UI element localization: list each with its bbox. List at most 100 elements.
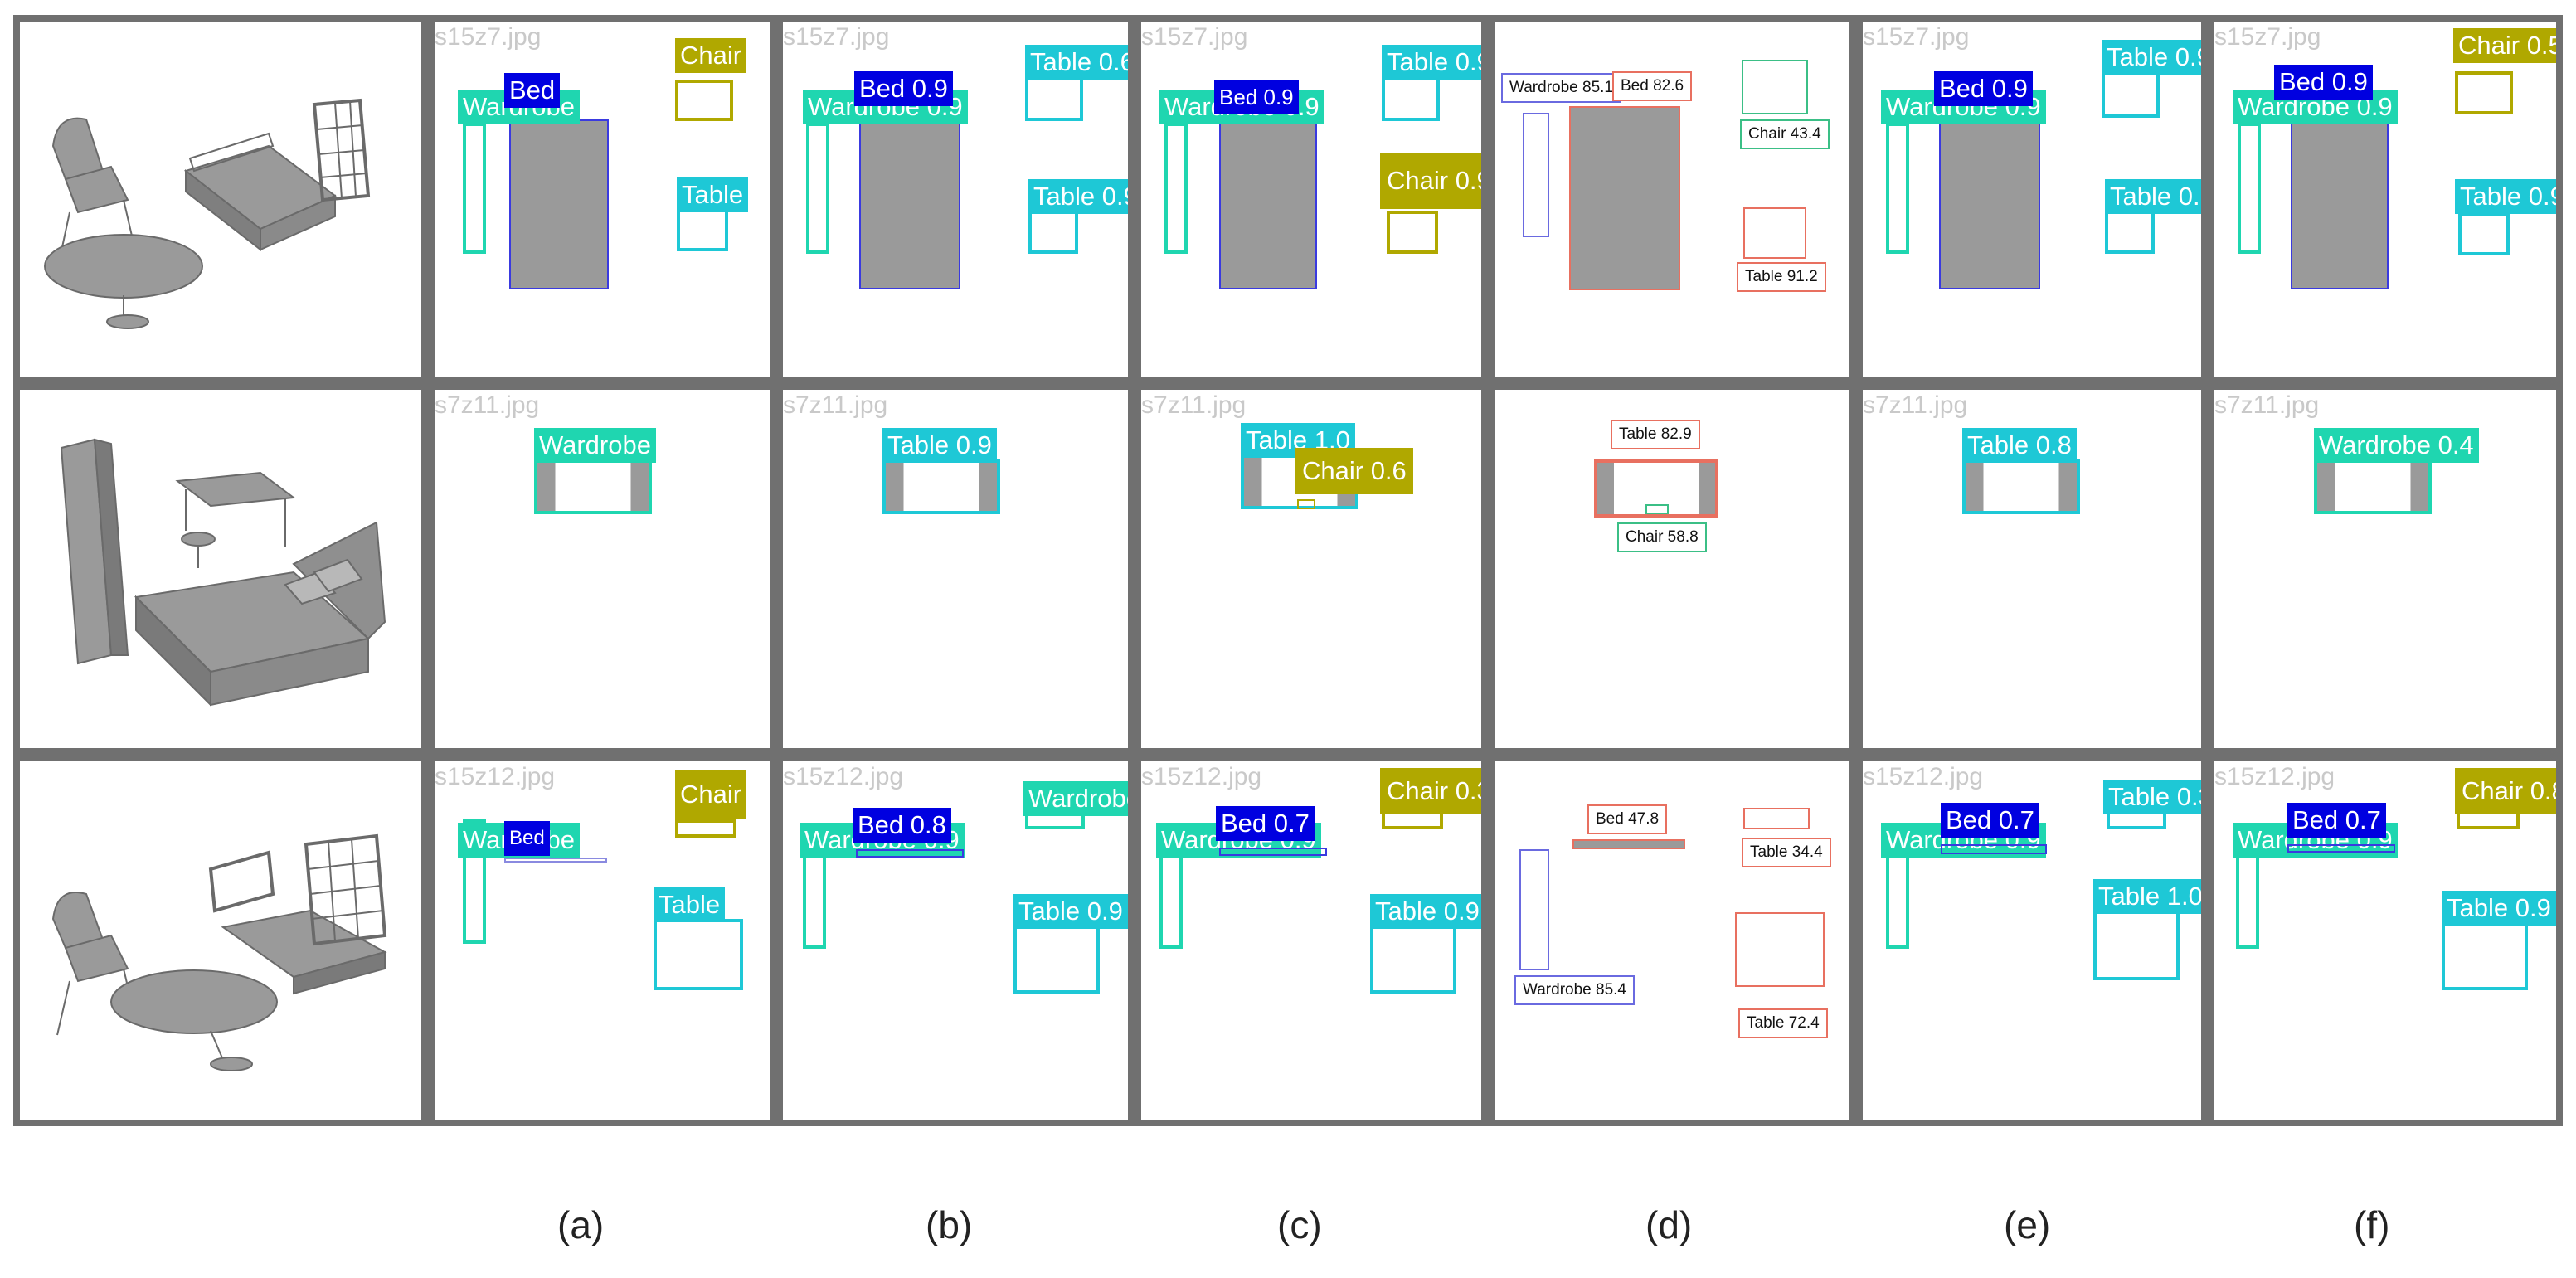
detection-cell-row3-b: s15z12.jpg Wardrobe 0.9 Bed 0.8 Wardrobe… xyxy=(776,755,1135,1126)
bed-label: Bed xyxy=(504,821,550,856)
chair-box xyxy=(1645,504,1669,514)
bed-box xyxy=(504,858,607,863)
bed-label: Bed 0.9 xyxy=(1934,71,2033,106)
table-box xyxy=(2093,911,2180,980)
filename-watermark: s15z7.jpg xyxy=(1141,23,1248,51)
render-bedroom-set-3 xyxy=(51,833,387,1071)
table-box xyxy=(2105,211,2155,254)
table-box xyxy=(677,208,728,251)
bed-label: Bed 0.9 xyxy=(2274,65,2373,100)
bed-label: Bed xyxy=(504,73,561,108)
bed-box xyxy=(1941,844,2047,854)
bed-label: Bed 0.8 xyxy=(853,808,951,843)
wardrobe-label: Wardrobe 85.4 xyxy=(1514,975,1635,1005)
chair-box xyxy=(1742,60,1808,114)
bed-label: Bed 0.7 xyxy=(2287,803,2386,838)
wardrobe-label: Wardrobe 0.4 xyxy=(2314,428,2479,463)
table-box xyxy=(1028,211,1078,254)
caption-a: (a) xyxy=(557,1203,605,1246)
chair-label: Chair 0.5 xyxy=(2453,28,2556,63)
bed-box xyxy=(2291,119,2389,289)
wardrobe-box xyxy=(1523,113,1549,237)
caption-f: (f) xyxy=(2354,1203,2390,1246)
chair-label: Chair 0.9 xyxy=(1380,153,1481,209)
detection-cell-row2-b: s7z11.jpg Table 0.9 xyxy=(776,383,1135,755)
filename-watermark: s15z12.jpg xyxy=(783,763,904,790)
table-box xyxy=(1735,912,1825,987)
table-label: Table 0.9 xyxy=(1013,894,1128,929)
filename-watermark: s7z11.jpg xyxy=(435,391,540,419)
chair-label: Chair 0.8 xyxy=(2455,768,2556,814)
detection-cell-row1-b: s15z7.jpg Wardrobe 0.9 Bed 0.9 Table 0.6… xyxy=(776,15,1135,383)
bed-label: Bed 0.9 xyxy=(1214,80,1299,114)
chair-label: Chair 43.4 xyxy=(1740,119,1830,149)
caption-e: (e) xyxy=(2004,1203,2051,1246)
table-label: Table 72.4 xyxy=(1738,1008,1828,1038)
table-label: Table xyxy=(654,887,726,922)
table-label: Table 82.9 xyxy=(1611,420,1700,449)
wardrobe-top-label: Wardrobe xyxy=(1023,781,1128,816)
table-label: Table 91.2 xyxy=(1737,262,1826,292)
filename-watermark: s15z12.jpg xyxy=(435,763,556,790)
table-box xyxy=(882,459,1000,514)
bed-box xyxy=(2287,844,2395,853)
chair-label: Chair 0.3 xyxy=(1380,768,1481,814)
filename-watermark: s15z7.jpg xyxy=(783,23,890,51)
table-label: Table 0.8 xyxy=(1962,428,2077,463)
table-top-label: Table 34.4 xyxy=(1742,838,1831,867)
wardrobe-box xyxy=(2238,123,2261,254)
render-cell-row1 xyxy=(13,15,428,383)
wardrobe-box xyxy=(806,123,829,254)
table-top-box xyxy=(1382,73,1440,121)
bed-box xyxy=(1219,848,1327,856)
filename-watermark: s7z11.jpg xyxy=(1141,391,1247,419)
chair-box xyxy=(1297,499,1315,509)
table-label: Table 0.9 xyxy=(2105,179,2201,214)
wardrobe-box xyxy=(463,123,486,254)
filename-watermark: s15z7.jpg xyxy=(2214,23,2321,51)
wardrobe-label: Wardrobe xyxy=(534,428,656,463)
detection-cell-row2-e: s7z11.jpg Table 0.8 xyxy=(1856,383,2208,755)
bed-box xyxy=(1572,839,1685,849)
table-box xyxy=(1013,926,1100,994)
detection-cell-row3-c: s15z12.jpg Wardrobe 0.9 Bed 0.7 Chair 0.… xyxy=(1135,755,1488,1126)
bed-label: Bed 82.6 xyxy=(1612,71,1693,101)
table-box xyxy=(654,919,743,990)
bed-box xyxy=(509,119,609,289)
filename-watermark: s15z12.jpg xyxy=(1141,763,1262,790)
detection-cell-row3-a: s15z12.jpg Wardrobe Bed Chair Table xyxy=(428,755,776,1126)
wardrobe-box xyxy=(2314,459,2432,514)
wardrobe-box xyxy=(803,853,826,949)
wardrobe-box xyxy=(463,819,486,944)
wardrobe-box xyxy=(1164,123,1188,254)
wardrobe-box xyxy=(534,459,652,514)
table-label: Table 0.9 xyxy=(1028,179,1128,214)
filename-watermark: s15z7.jpg xyxy=(1863,23,1970,51)
chair-label: Chair 0.6 xyxy=(1295,448,1413,494)
chair-label: Chair xyxy=(675,770,747,819)
detection-cell-row1-f: s15z7.jpg Wardrobe 0.9 Bed 0.9 Chair 0.5… xyxy=(2208,15,2563,383)
table-label: Table 0.9 xyxy=(2455,179,2556,214)
table-top-box xyxy=(1743,808,1810,829)
filename-watermark: s15z12.jpg xyxy=(2214,763,2335,790)
bed-box xyxy=(1219,119,1317,289)
bed-label: Bed 47.8 xyxy=(1587,804,1668,834)
table-top-label: Table 0.9 xyxy=(1382,45,1481,80)
bed-box xyxy=(859,119,960,289)
caption-d: (d) xyxy=(1645,1203,1693,1246)
table-label: Table 1.0 xyxy=(2093,879,2201,914)
bed-label: Bed 0.7 xyxy=(1941,803,2039,838)
table-label: Table 0.9 xyxy=(1370,894,1481,929)
table-top-label: Table 0.3 xyxy=(2103,780,2201,814)
table-box xyxy=(1370,926,1456,994)
chair-label: Chair 58.8 xyxy=(1617,522,1707,552)
filename-watermark: s7z11.jpg xyxy=(2214,391,2320,419)
table-box xyxy=(1743,207,1806,259)
detection-cell-row1-e: s15z7.jpg Wardrobe 0.9 Bed 0.9 Table 0.9… xyxy=(1856,15,2208,383)
render-cell-row2 xyxy=(13,383,428,755)
table-box xyxy=(1962,459,2080,514)
bed-box xyxy=(1569,106,1680,290)
filename-watermark: s7z11.jpg xyxy=(783,391,888,419)
bed-box xyxy=(1939,119,2040,289)
render-cell-row3 xyxy=(13,755,428,1126)
